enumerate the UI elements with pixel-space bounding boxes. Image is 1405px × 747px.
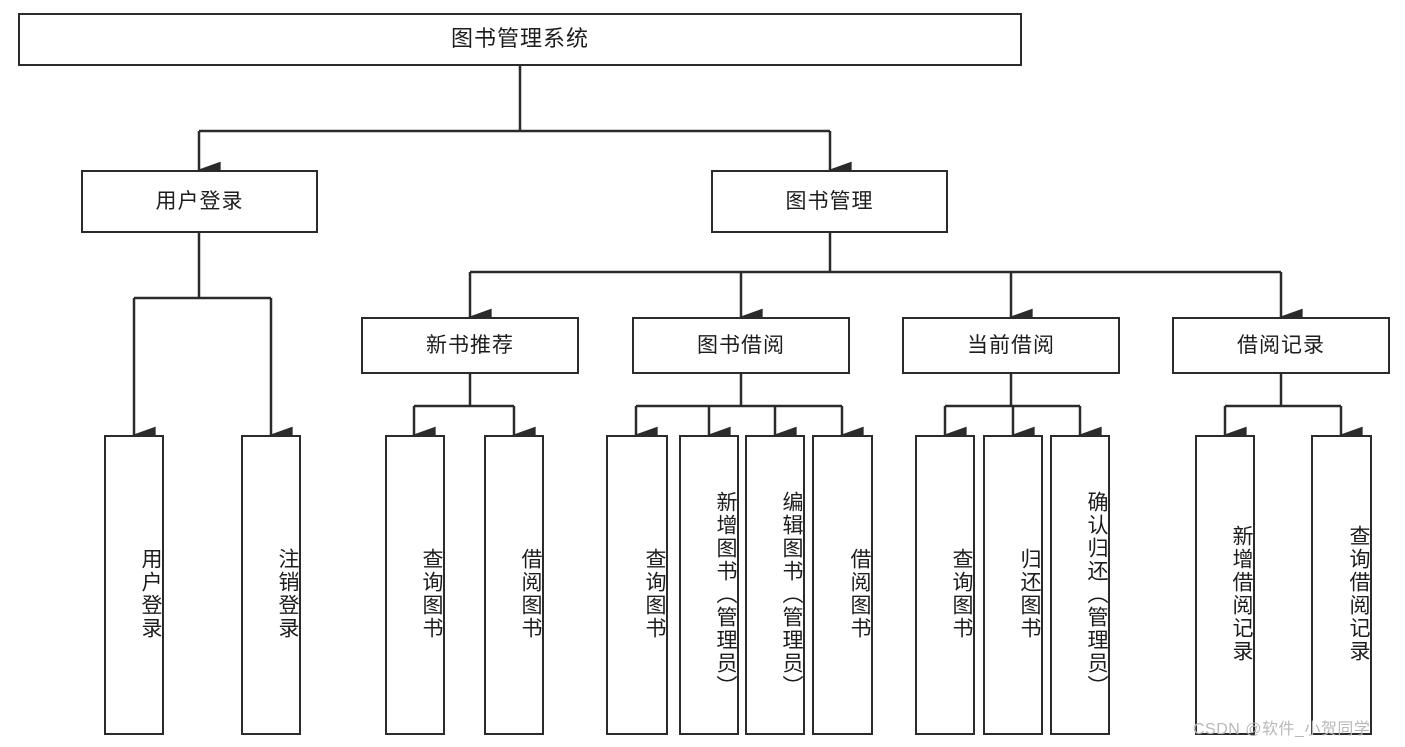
node-level3-1-label: 图书借阅: [697, 333, 785, 357]
node-leaf-0-label: 用户登录: [139, 548, 162, 640]
node-leaf-12-label: 查询借阅记录: [1347, 525, 1370, 663]
node-level3-0[interactable]: 新书推荐: [361, 317, 579, 374]
node-leaf-9-label: 归还图书: [1018, 548, 1041, 640]
node-leaf-10-label: 确认归还（管理员）: [1085, 490, 1108, 698]
node-level2-0-label: 用户登录: [155, 189, 244, 213]
node-level3-2-label: 当前借阅: [967, 333, 1055, 357]
node-leaf-2[interactable]: 查询图书: [385, 435, 445, 735]
node-leaf-7-label: 借阅图书: [848, 548, 871, 640]
node-leaf-10[interactable]: 确认归还（管理员）: [1050, 435, 1110, 735]
node-root-label: 图书管理系统: [450, 26, 589, 52]
node-leaf-6-label: 编辑图书（管理员）: [780, 490, 803, 698]
node-level3-0-label: 新书推荐: [426, 333, 514, 357]
node-leaf-11[interactable]: 新增借阅记录: [1195, 435, 1255, 735]
node-leaf-4-label: 查询图书: [643, 548, 666, 640]
node-leaf-7[interactable]: 借阅图书: [812, 435, 873, 735]
node-level3-3[interactable]: 借阅记录: [1172, 317, 1390, 374]
csdn-watermark: CSDN @软件_小贺同学: [1193, 721, 1371, 738]
node-level2-1-label: 图书管理: [785, 189, 874, 213]
node-leaf-1[interactable]: 注销登录: [241, 435, 301, 735]
node-leaf-5[interactable]: 新增图书（管理员）: [679, 435, 739, 735]
node-leaf-2-label: 查询图书: [420, 548, 443, 640]
node-level3-2[interactable]: 当前借阅: [902, 317, 1120, 374]
node-leaf-6[interactable]: 编辑图书（管理员）: [745, 435, 805, 735]
node-leaf-11-label: 新增借阅记录: [1230, 525, 1253, 663]
node-level3-1[interactable]: 图书借阅: [632, 317, 850, 374]
node-leaf-1-label: 注销登录: [276, 548, 299, 640]
node-level2-0[interactable]: 用户登录: [81, 170, 318, 233]
node-leaf-9[interactable]: 归还图书: [983, 435, 1043, 735]
node-leaf-0[interactable]: 用户登录: [104, 435, 164, 735]
node-level2-1[interactable]: 图书管理: [711, 170, 948, 233]
node-leaf-3-label: 借阅图书: [519, 548, 542, 640]
node-leaf-8[interactable]: 查询图书: [915, 435, 975, 735]
node-level3-3-label: 借阅记录: [1237, 333, 1325, 357]
node-leaf-8-label: 查询图书: [950, 548, 973, 640]
node-root[interactable]: 图书管理系统: [18, 13, 1022, 66]
node-leaf-12[interactable]: 查询借阅记录: [1311, 435, 1372, 735]
node-leaf-4[interactable]: 查询图书: [606, 435, 668, 735]
node-leaf-3[interactable]: 借阅图书: [484, 435, 544, 735]
node-leaf-5-label: 新增图书（管理员）: [714, 490, 737, 698]
